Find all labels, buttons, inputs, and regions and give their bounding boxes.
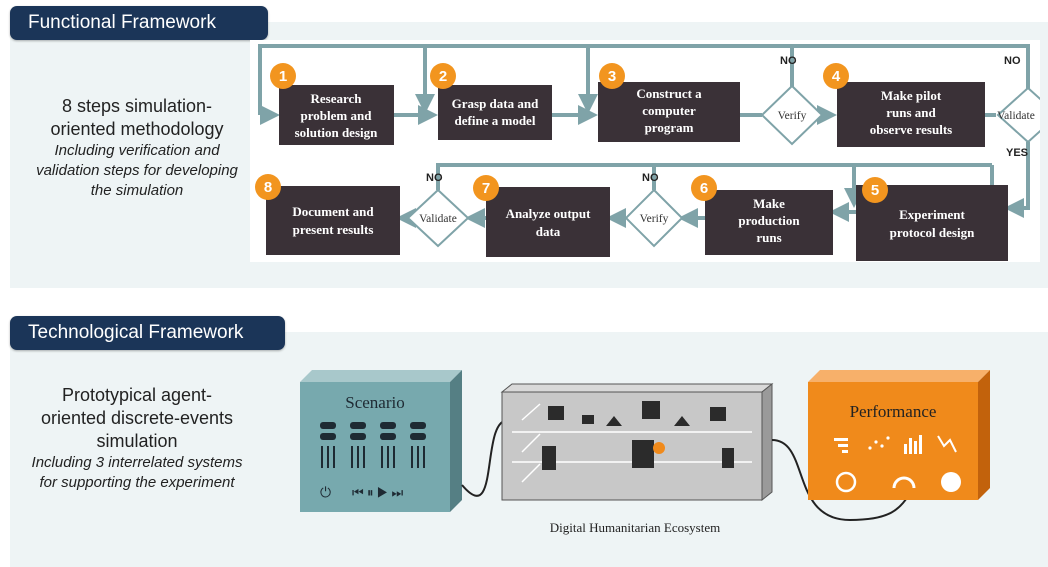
svg-text:5: 5 [871,182,879,199]
disaster-icon [653,442,665,454]
buildings-icons [542,401,734,470]
cable-right [771,439,913,522]
svg-text:2: 2 [439,68,447,85]
tent-icon [606,416,622,426]
svg-text:Validate: Validate [997,110,1035,122]
functional-framework-tab: Functional Framework [10,6,268,40]
step-number-badges: 1 2 3 4 5 6 7 8 [255,63,888,203]
no-label-validate-2: NO [426,172,443,184]
svg-text:7: 7 [482,180,490,197]
svg-text:1: 1 [279,68,287,85]
no-label-validate-1: NO [1004,55,1021,67]
yes-label: YES [1006,147,1028,159]
performance-label: Performance [850,402,937,421]
no-label-verify-1: NO [780,55,797,67]
svg-text:8: 8 [264,179,272,196]
scenario-label: Scenario [345,393,404,412]
technological-subheading: Including 3 interrelated systems for sup… [31,454,243,491]
functional-subheading: Including verification and validation st… [36,142,238,199]
svg-text:Verify: Verify [640,213,669,225]
svg-text:Validate: Validate [419,213,457,225]
ecosystem-label: Digital Humanitarian Ecosystem [550,520,720,535]
cable-left [461,419,509,497]
tent-icon-2 [674,416,690,426]
functional-heading: 8 steps simulation-oriented methodology [50,96,224,139]
svg-text:3: 3 [608,68,616,85]
performance-cube: Performance [808,370,990,500]
functional-description: 8 steps simulation-oriented methodology … [30,95,244,201]
technological-heading: Prototypical agent-oriented discrete-eve… [40,385,234,451]
power-icon: ⏻ [320,485,331,501]
flow-connectors [258,44,1030,228]
chart-icons [834,435,961,493]
ecosystem-box: Digital Humanitarian Ecosystem [500,382,774,535]
validate-diamond-2: Validate [406,188,470,248]
svg-text:Verify: Verify [778,110,807,122]
svg-text:4: 4 [832,68,841,85]
svg-text:6: 6 [700,180,708,197]
verify-diamond-2: Verify [624,188,684,248]
mixer-sliders-icon [320,422,426,468]
scenario-cube: Scenario ⏻ ⏮ ⏸ ▶ ⏭ [300,370,462,512]
verify-diamond-1: Verify [760,84,824,146]
validate-diamond-1: Validate [996,86,1048,144]
technological-framework-tab: Technological Framework [10,316,285,350]
technological-description: Prototypical agent-oriented discrete-eve… [30,384,244,493]
playback-controls-icon: ⏮ ⏸ ▶ ⏭ [352,485,404,500]
technology-diagram: Scenario ⏻ ⏮ ⏸ ▶ ⏭ [300,370,990,535]
no-label-verify-2: NO [642,172,659,184]
